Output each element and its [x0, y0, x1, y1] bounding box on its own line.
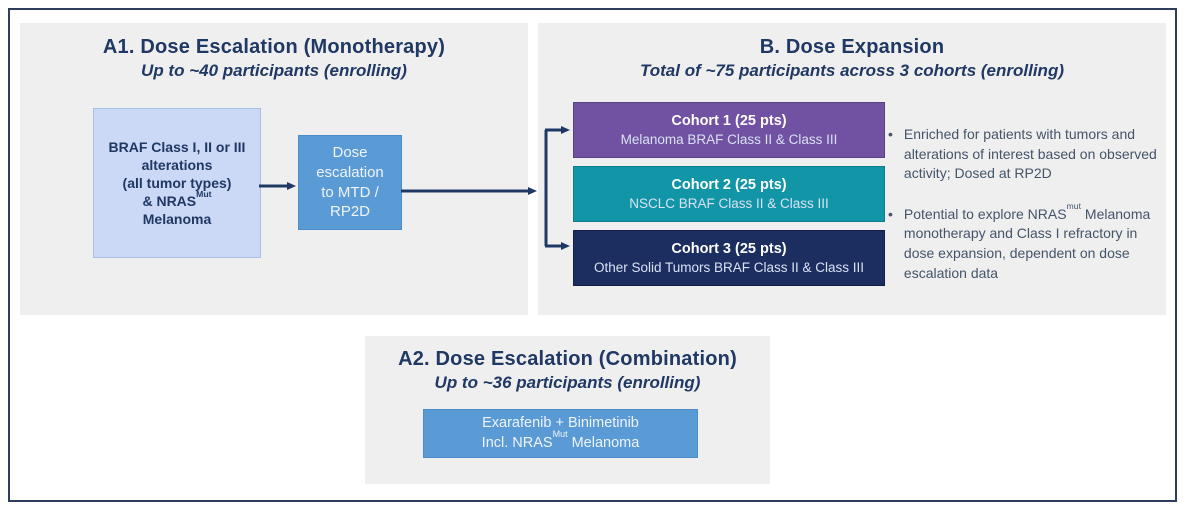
combo-box-nras-text: Incl. NRAS	[481, 434, 553, 451]
combo-box-mut-superscript: Mut	[552, 428, 568, 439]
cohort-1-description: Melanoma BRAF Class II & Class III	[620, 131, 838, 147]
dose-box-line: escalation	[316, 163, 384, 181]
expansion-note-item: • Enriched for patients with tumors and …	[888, 125, 1164, 184]
cohort-3-box: Cohort 3 (25 pts) Other Solid Tumors BRA…	[573, 230, 885, 286]
expansion-note-text: Potential to explore NRASmut Melanoma mo…	[903, 202, 1164, 283]
expansion-note-text: Enriched for patients with tumors and al…	[903, 126, 1157, 182]
panel-a1-subtitle: Up to ~40 participants (enrolling)	[141, 61, 407, 80]
cohort-2-description: NSCLC BRAF Class II & Class III	[629, 195, 829, 211]
panel-a2-title: A2. Dose Escalation (Combination)	[398, 348, 737, 370]
combo-box-line: Incl. NRASMut Melanoma	[481, 429, 640, 454]
cohort-stack: Cohort 1 (25 pts) Melanoma BRAF Class II…	[573, 102, 885, 286]
dose-box-line: to MTD /	[321, 183, 379, 201]
panel-b-subtitle: Total of ~75 participants across 3 cohor…	[640, 61, 1064, 80]
panel-a1-header: A1. Dose Escalation (Monotherapy) Up to …	[20, 23, 528, 81]
panel-b-dose-expansion: B. Dose Expansion Total of ~75 participa…	[538, 23, 1166, 315]
exarafenib-binimetinib-box: Exarafenib + Binimetinib Incl. NRASMut M…	[423, 409, 698, 458]
braf-box-line: & NRASMut	[142, 188, 212, 210]
panel-b-header: B. Dose Expansion Total of ~75 participa…	[538, 23, 1166, 81]
braf-box-line: Melanoma	[142, 211, 212, 228]
expansion-notes-list: • Enriched for patients with tumors and …	[888, 125, 1164, 283]
cohort-3-title: Cohort 3 (25 pts)	[671, 240, 787, 257]
panel-a2-header: A2. Dose Escalation (Combination) Up to …	[365, 336, 770, 393]
combo-box-line: Exarafenib + Binimetinib	[482, 414, 639, 431]
expansion-note-item: • Potential to explore NRASmut Melanoma …	[888, 202, 1164, 283]
cohort-2-title: Cohort 2 (25 pts)	[671, 176, 787, 193]
braf-box-mut-superscript: Mut	[196, 188, 212, 199]
dose-box-line: RP2D	[329, 203, 370, 221]
braf-box-line: (all tumor types)	[122, 174, 232, 191]
note-mut-superscript: mut	[1066, 201, 1082, 212]
dose-escalation-mtd-box: Dose escalation to MTD / RP2D	[298, 135, 402, 230]
cohort-2-box: Cohort 2 (25 pts) NSCLC BRAF Class II & …	[573, 166, 885, 222]
braf-box-nras-text: & NRAS	[142, 193, 197, 210]
cohort-3-description: Other Solid Tumors BRAF Class II & Class…	[593, 259, 865, 275]
expansion-note-post: Melanoma monotherapy and Class I refract…	[903, 205, 1151, 281]
braf-box-line: BRAF Class I, II or III	[108, 138, 246, 155]
panel-a2-dose-escalation-combination: A2. Dose Escalation (Combination) Up to …	[365, 336, 770, 484]
cohort-1-box: Cohort 1 (25 pts) Melanoma BRAF Class II…	[573, 102, 885, 158]
panel-a1-dose-escalation-monotherapy: A1. Dose Escalation (Monotherapy) Up to …	[20, 23, 528, 315]
expansion-note-pre: Potential to explore NRAS	[903, 205, 1067, 222]
cohort-1-title: Cohort 1 (25 pts)	[671, 112, 787, 129]
combo-box-melanoma-text: Melanoma	[567, 434, 640, 451]
braf-box-line: alterations	[141, 156, 213, 173]
bullet-marker: •	[888, 205, 893, 222]
panel-a1-title: A1. Dose Escalation (Monotherapy)	[102, 36, 446, 58]
braf-alterations-box: BRAF Class I, II or III alterations (all…	[93, 108, 261, 258]
panel-a2-subtitle: Up to ~36 participants (enrolling)	[434, 373, 701, 392]
panel-b-title: B. Dose Expansion	[759, 36, 945, 58]
bullet-marker: •	[888, 126, 893, 142]
dose-box-line: Dose	[332, 143, 368, 161]
